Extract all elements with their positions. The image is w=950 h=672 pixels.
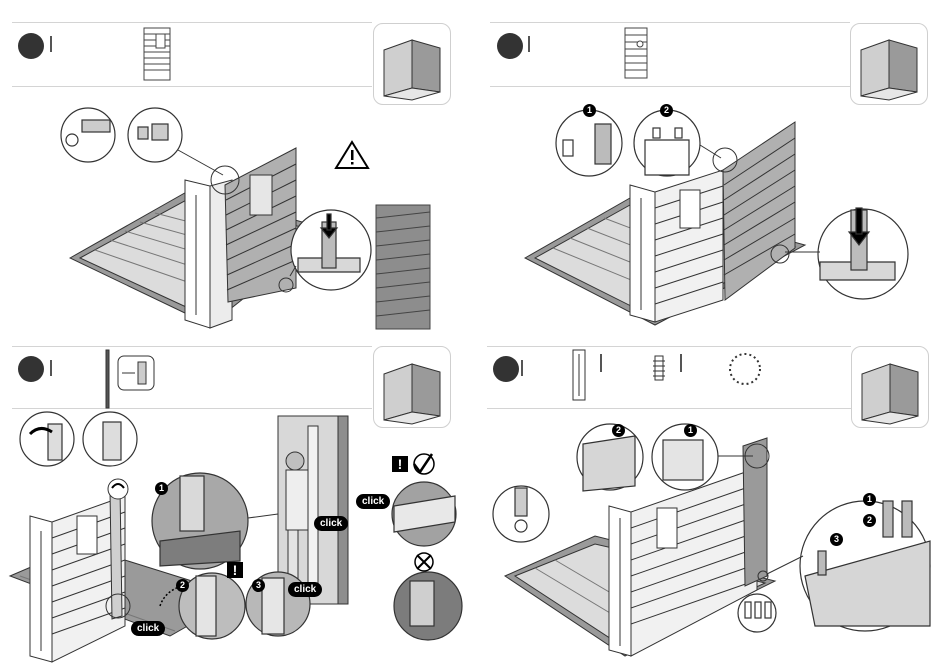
panel-top-left	[0, 0, 475, 336]
panel-bottom-right: 2 1 1 2 3	[475, 336, 950, 672]
overview-thumbnail-drawing	[0, 336, 475, 672]
overview-thumbnail-drawing	[475, 336, 950, 672]
panel-top-right: 1 2	[475, 0, 950, 336]
overview-thumbnail-drawing	[475, 0, 950, 336]
panel-bottom-left: 1 2 3 ! ! click click click click	[0, 336, 475, 672]
overview-thumbnail-drawing	[0, 0, 475, 336]
